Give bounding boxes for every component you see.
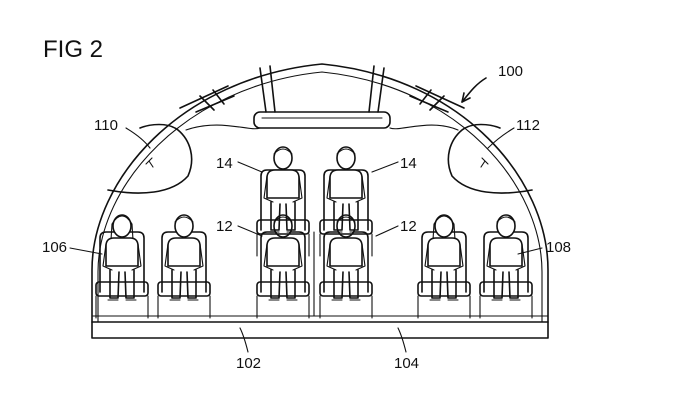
leader-100: [461, 77, 487, 103]
label-112: 112: [516, 117, 540, 134]
passenger-seat-12-right: [326, 214, 366, 301]
label-102: 102: [236, 355, 261, 372]
fuselage-outline: [91, 63, 549, 323]
upper-left-compartment: [107, 123, 193, 194]
label-14-left: 14: [216, 155, 233, 172]
leader-112: [487, 127, 515, 149]
label-12-right: 12: [400, 218, 417, 235]
passenger-seat-108-1: [424, 214, 464, 301]
leader-12-left: [237, 225, 263, 237]
label-14-right: 14: [400, 155, 417, 172]
passenger-group: [95, 146, 533, 319]
leader-108: [517, 247, 543, 255]
leader-106: [69, 247, 103, 255]
upper-right-compartment: [447, 123, 533, 194]
passenger-seat-12-left: [263, 214, 303, 301]
leader-110: [125, 127, 151, 149]
passenger-seat-108-2: [486, 214, 526, 301]
passenger-seat-106-2: [164, 214, 204, 301]
label-106: 106: [42, 239, 67, 256]
ceiling-structure: [179, 65, 465, 129]
leader-14-left: [237, 161, 263, 173]
arrow-100: [461, 92, 471, 103]
leader-14-right: [371, 161, 399, 173]
label-110: 110: [94, 117, 118, 134]
label-104: 104: [394, 355, 419, 372]
leader-lines: [69, 77, 543, 353]
label-108: 108: [546, 239, 571, 256]
cabin-floor: [91, 315, 549, 339]
passenger-seat-106-1: [102, 214, 142, 301]
leader-12-right: [375, 225, 399, 237]
label-12-left: 12: [216, 218, 233, 235]
passenger-seat-14-left: [263, 146, 303, 233]
leader-104: [397, 327, 407, 353]
leader-102: [239, 327, 249, 353]
ceiling-trim: [185, 124, 459, 131]
label-100: 100: [498, 63, 523, 80]
passenger-seat-14-right: [326, 146, 366, 233]
figure-title: FIG 2: [43, 36, 103, 63]
